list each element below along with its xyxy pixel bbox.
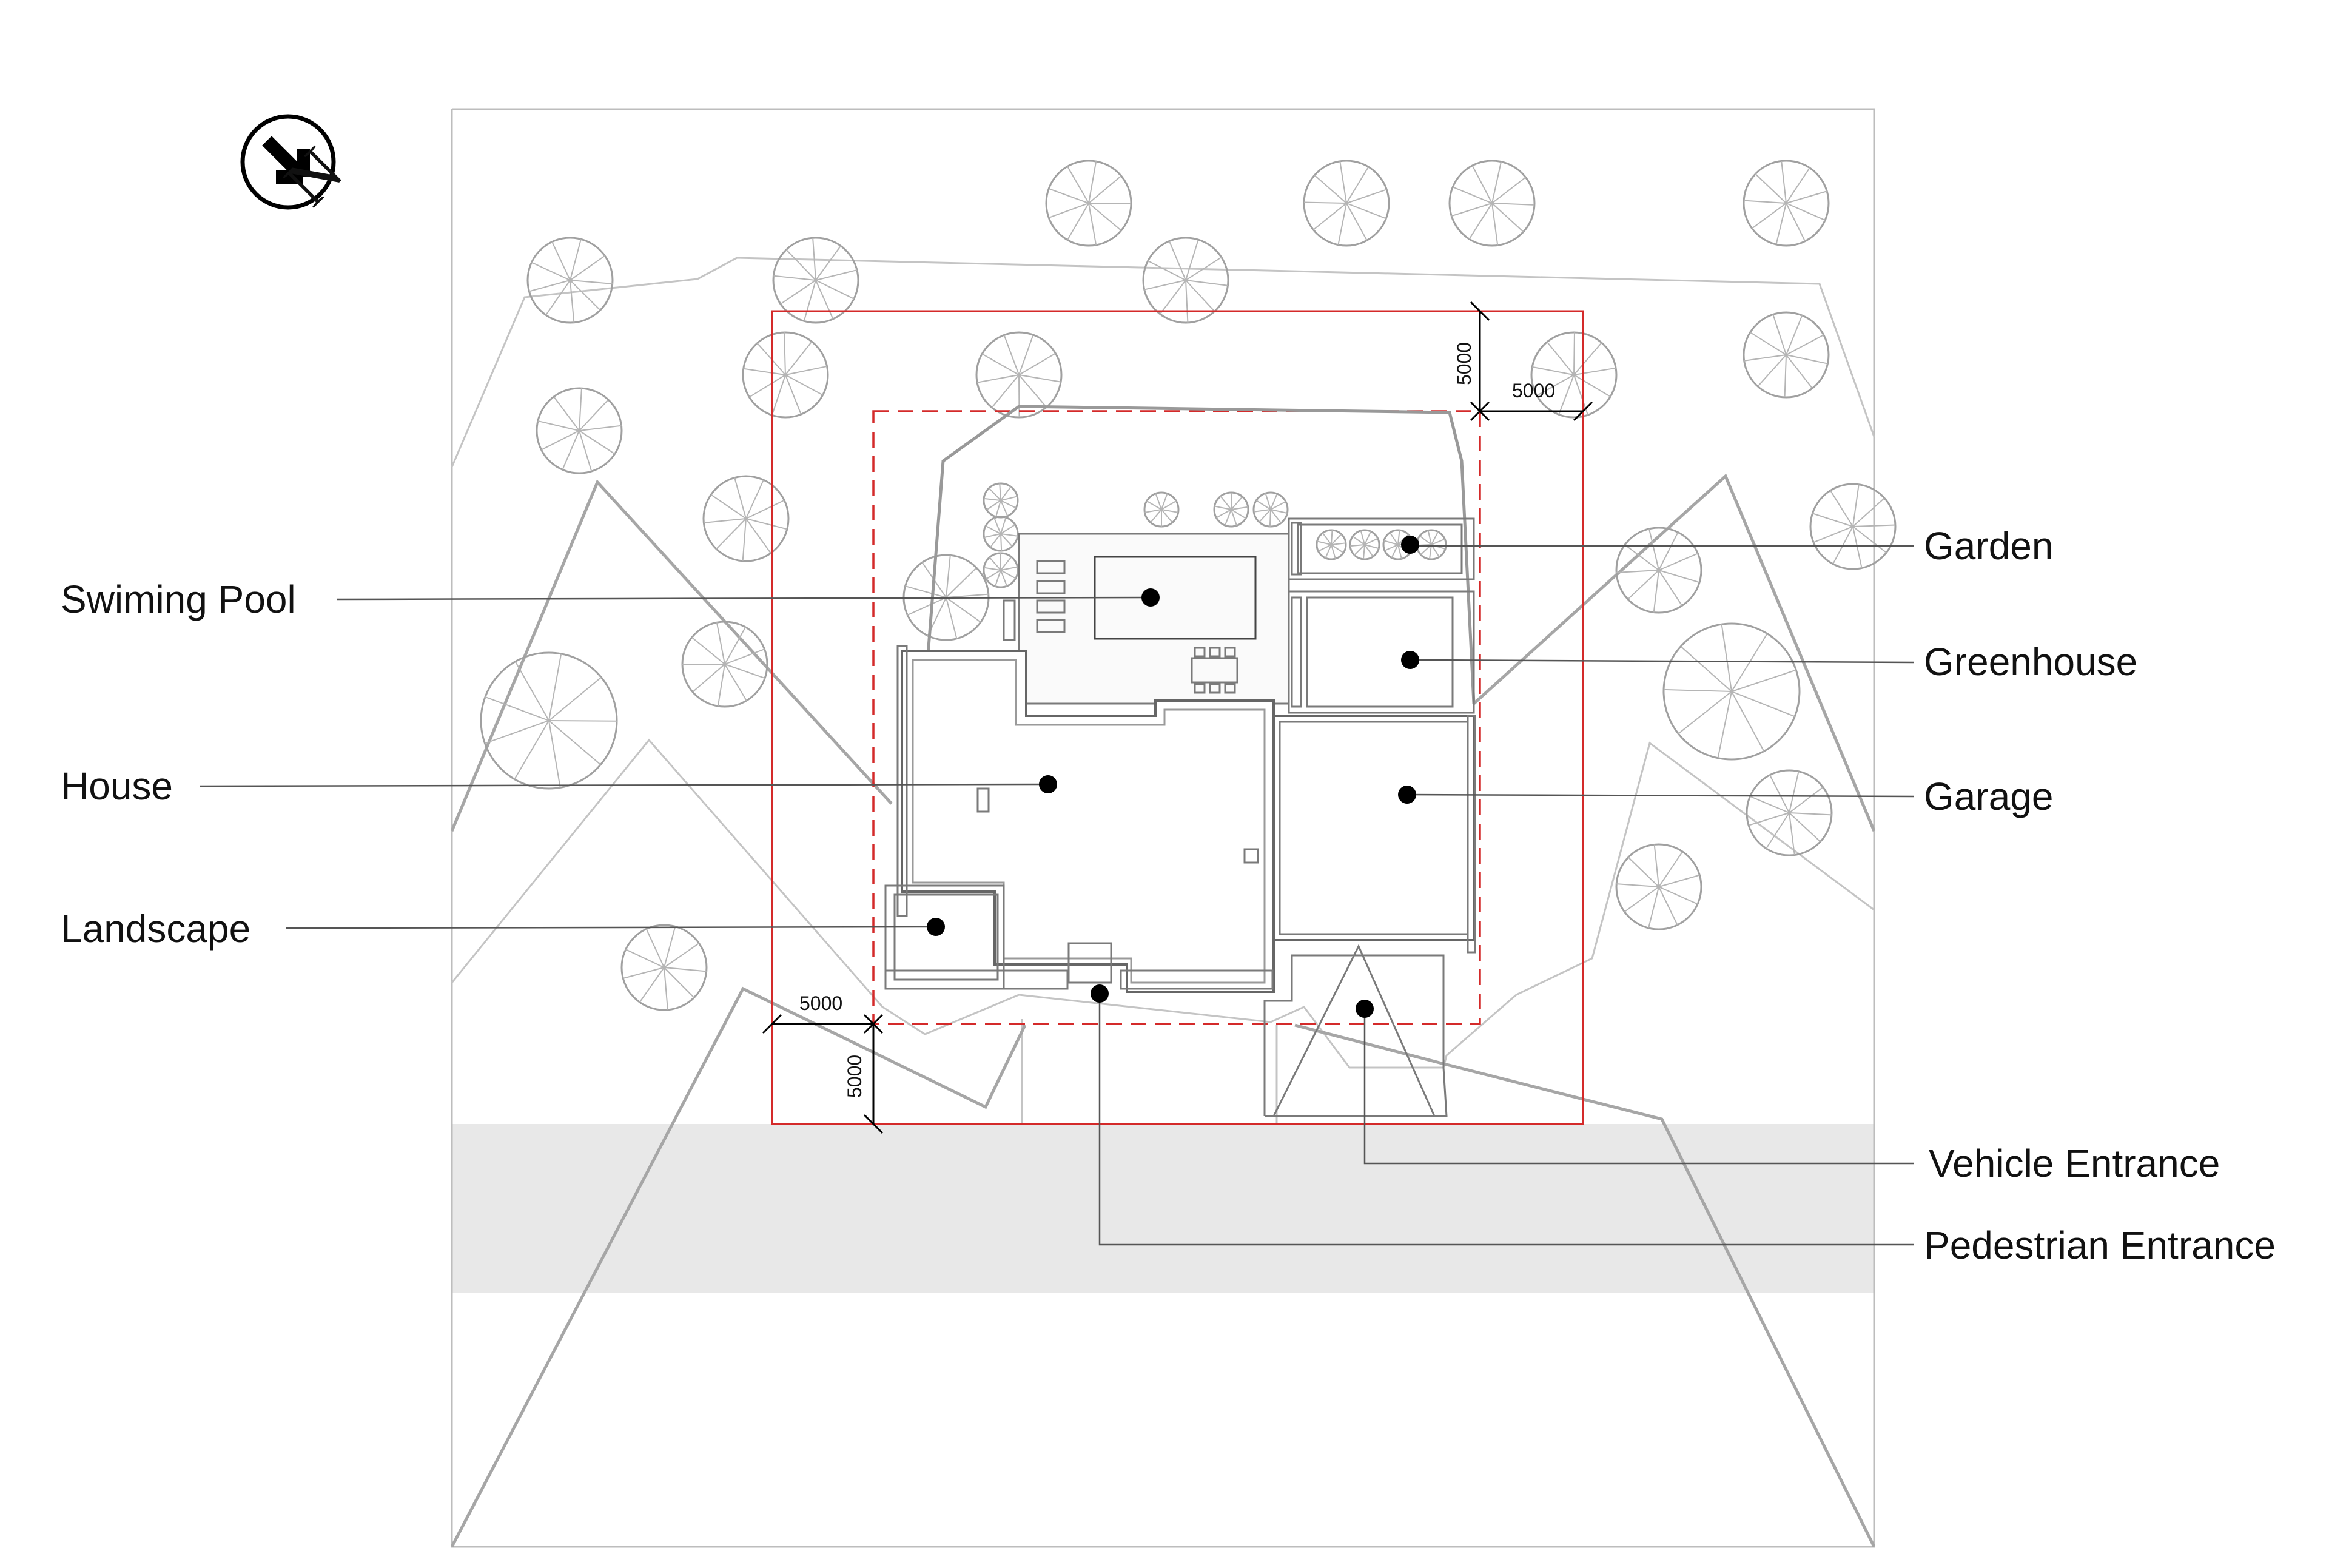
tree-icon — [983, 552, 1019, 588]
dimension-markers — [762, 301, 1593, 1134]
label-house: House — [61, 764, 173, 808]
dim-bottom-vertical: 5000 — [844, 1055, 865, 1098]
garden-box — [1288, 517, 1475, 580]
contour-lines — [451, 257, 1875, 1124]
marker-landscape — [927, 918, 945, 936]
tree-icon — [772, 237, 859, 324]
tree-icon — [526, 237, 614, 324]
yard-outline — [926, 405, 1476, 704]
terrain-lines — [450, 473, 1876, 1548]
tree-icon — [1252, 491, 1289, 528]
tree-icon — [1303, 160, 1390, 247]
leader-lines — [200, 545, 1914, 1246]
marker-swimming-pool — [1141, 588, 1160, 607]
label-garden: Garden — [1924, 524, 2053, 568]
setback-line-dashed — [872, 410, 1481, 1025]
trees-group — [480, 160, 1897, 1011]
label-greenhouse: Greenhouse — [1924, 640, 2137, 684]
tree-icon — [536, 387, 623, 474]
tree-icon — [480, 651, 618, 790]
marker-garage — [1398, 786, 1416, 804]
marker-garden — [1401, 536, 1419, 554]
tree-icon — [1416, 529, 1447, 560]
marker-vehicle-entrance — [1356, 1000, 1374, 1018]
building-footprint — [884, 517, 1476, 1117]
tree-icon — [1448, 160, 1536, 247]
road-band — [452, 1124, 1874, 1293]
landscape-box — [884, 884, 1005, 990]
tree-icon — [620, 924, 708, 1011]
tree-icon — [1743, 311, 1830, 399]
house-outline — [901, 650, 1275, 993]
marker-house — [1039, 775, 1057, 793]
dim-bottom-horizontal: 5000 — [799, 992, 842, 1014]
greenhouse-box — [1288, 590, 1475, 714]
tree-icon — [975, 331, 1063, 419]
label-vehicle-entrance: Vehicle Entrance — [1929, 1142, 2220, 1185]
dim-top-vertical: 5000 — [1453, 342, 1475, 385]
tree-icon — [1213, 491, 1249, 528]
tree-icon — [1530, 331, 1618, 419]
tree-icon — [1746, 769, 1833, 856]
label-landscape: Landscape — [61, 907, 250, 951]
tree-icon — [681, 621, 768, 708]
tree-icon — [983, 516, 1019, 552]
label-pedestrian-entrance: Pedestrian Entrance — [1924, 1223, 2276, 1267]
dim-top-horizontal: 5000 — [1512, 380, 1555, 402]
marker-pedestrian-entrance — [1091, 984, 1109, 1003]
tree-icon — [1743, 160, 1830, 247]
tree-icon — [1615, 843, 1702, 930]
plot-boundary-red — [771, 310, 1584, 1125]
tree-icon — [1662, 622, 1801, 761]
marker-greenhouse — [1401, 651, 1419, 669]
tree-icon — [1045, 160, 1132, 247]
markers — [927, 536, 1419, 1018]
north-arrow-icon: N — [240, 114, 357, 220]
label-garage: Garage — [1924, 775, 2053, 818]
tree-icon — [1349, 529, 1380, 560]
driveway — [1263, 954, 1448, 1117]
tree-icon — [1809, 483, 1897, 570]
tree-icon — [1142, 237, 1229, 324]
tree-icon — [742, 331, 829, 419]
label-swimming-pool: Swiming Pool — [61, 577, 296, 621]
tree-icon — [983, 482, 1019, 519]
tree-icon — [1143, 491, 1180, 528]
tree-icon — [702, 475, 790, 562]
tree-icon — [1615, 527, 1702, 614]
garage-box — [1272, 715, 1475, 941]
tree-icon — [1316, 529, 1347, 560]
